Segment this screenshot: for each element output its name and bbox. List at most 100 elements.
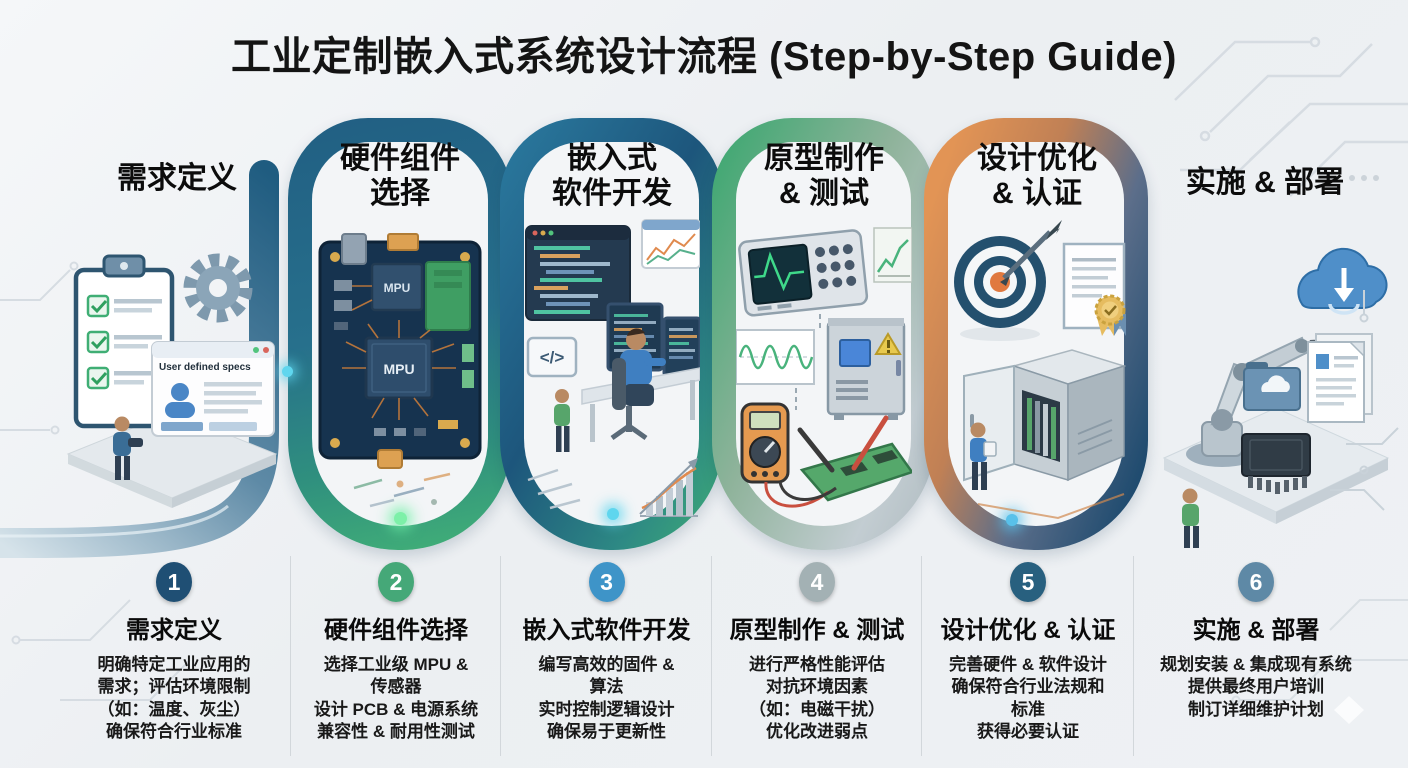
circuit-trace-left [0,261,191,701]
step1-summary: 1 需求定义 明确特定工业应用的 需求；评估环境限制 （如：温度、灰尘） 确保符… [56,562,292,744]
mpu-chip-large: MPU [364,336,434,400]
step1-title: 需求定义 [126,617,222,644]
cloud-folder [1243,362,1301,411]
circuit-dots-top-right [1349,175,1379,181]
step3-header: 嵌入式 软件开发 [514,142,710,211]
step4-illustration [736,227,912,508]
check-item [86,366,158,390]
industrial-cabinet [963,349,1126,482]
inspector-person [970,422,997,490]
step3-desc-line: 实时控制逻辑设计 [538,699,675,719]
step5-desc-line: 获得必要认证 [977,722,1079,742]
developer-person [620,328,666,406]
step1-header: 需求定义 [62,162,292,197]
step5-number-badge: 5 [1010,562,1046,602]
user-specs-card: User defined specs [151,341,275,437]
black-probe [797,427,835,473]
test-chamber [826,318,906,420]
terminal-block [462,370,474,388]
step5-illustration [954,220,1126,520]
scope-knobs [815,244,857,289]
step4-header-line1: 原型制作 [764,142,884,175]
chamber-handle [896,360,901,376]
avatar-head [171,383,189,401]
step2-header-line1: 硬件组件 [340,142,460,175]
flow-swoosh-highlight [0,504,229,538]
cloud-download-icon [1297,247,1388,315]
step4-desc-line: 进行严格性能评估 [749,655,885,674]
glow-dot-cyan-step5 [1006,514,1018,526]
path-line-decor [977,493,1125,520]
page-title: 工业定制嵌入式系统设计流程 (Step-by-Step Guide) [231,35,1177,79]
check-item [86,294,162,318]
trend-chart [873,227,912,283]
column-divider [711,556,712,756]
step3-illustration: </> [525,219,700,517]
step2-desc-line: 传感器 [370,677,422,697]
step3-header-line1: 嵌入式 [567,142,657,175]
desk-leg [690,380,695,420]
step3-summary: 3 嵌入式软件开发 编写高效的固件 & 算法 实时控制逻辑设计 确保易于更新性 [504,562,709,744]
black-lead-wire [778,481,837,501]
multimeter [740,402,790,484]
step1-desc-line: （如：温度、灰尘） [97,699,251,719]
specs-card-title: User defined specs [159,362,251,373]
step5-summary: 5 设计优化 & 认证 完善硬件 & 软件设计 确保符合行业法规和 标准 获得必… [925,562,1131,744]
code-editor-window [525,225,631,321]
test-pcb [764,415,912,508]
sparkle-diamond [1334,696,1364,724]
column-divider [290,556,291,756]
step6-desc-line: 制订详细维护计划 [1188,699,1324,719]
oscilloscope [738,229,869,317]
step2-desc-line: 兼容性 & 耐用性测试 [317,722,475,742]
circuit-trace-top-right [1174,36,1408,197]
step4-desc-line: 对抗环境因素 [766,677,868,697]
pcb-board: MPU MPU [318,233,482,469]
growth-chart-decor [527,458,698,517]
certificate [1062,242,1126,336]
step6-header-line1: 实施 & 部署 [1185,166,1345,199]
clipboard-checklist [73,254,175,429]
step5-header: 设计优化 & 认证 [938,142,1136,211]
step5-title: 设计优化 & 认证 [940,617,1116,644]
step1-desc-line: 确保符合行业标准 [106,722,242,742]
step6-header: 实施 & 部署 [1148,166,1382,201]
step3-desc-line: 编写高效的固件 & [538,655,675,674]
step4-desc-line: 优化改进弱点 [766,722,868,742]
target-dartboard [954,220,1062,341]
step3-desc-line: 算法 [589,677,624,697]
platform-edge [1164,458,1276,524]
step2-header-line2: 选择 [370,176,430,210]
usb-port [341,233,367,265]
step5-desc-line: 完善硬件 & 软件设计 [949,655,1107,674]
chart-window [641,219,700,269]
step4-desc-line: （如：电磁干扰） [749,699,885,719]
mpu-chip-small: MPU [370,262,424,312]
circuit-trace-bottom-right [1231,599,1408,705]
step6-desc-line: 提供最终用户培训 [1188,677,1324,697]
column-divider [500,556,501,756]
bottom-connector [377,449,403,469]
step5-header-line1: 设计优化 [977,142,1097,175]
step4-header-line2: & 测试 [779,176,869,210]
step6-summary: 6 实施 & 部署 规划安装 & 集成现有系统 提供最终用户培训 制订详细维护计… [1137,562,1375,721]
operator-person [1182,488,1199,548]
step4-number-badge: 4 [799,562,835,602]
dart [1000,220,1062,286]
code-badge-label: </> [540,348,565,367]
step6-desc-line: 规划安装 & 集成现有系统 [1160,655,1352,674]
glow-dot-green [394,512,407,525]
step1-illustration: User defined specs [66,253,278,508]
dashed-connectors [795,314,821,410]
step4-title: 原型制作 & 测试 [729,617,905,644]
step4-header: 原型制作 & 测试 [726,142,922,211]
step1-header-line1: 需求定义 [117,162,237,195]
step2-desc-line: 设计 PCB & 电源系统 [313,699,479,719]
pcb-traces [342,285,456,420]
code-lines [534,246,610,314]
second-person [554,389,570,452]
card-dot-red [263,347,269,353]
step6-number-badge: 6 [1238,562,1274,602]
step6-title: 实施 & 部署 [1192,617,1320,644]
step5-header-line2: & 认证 [992,176,1082,210]
